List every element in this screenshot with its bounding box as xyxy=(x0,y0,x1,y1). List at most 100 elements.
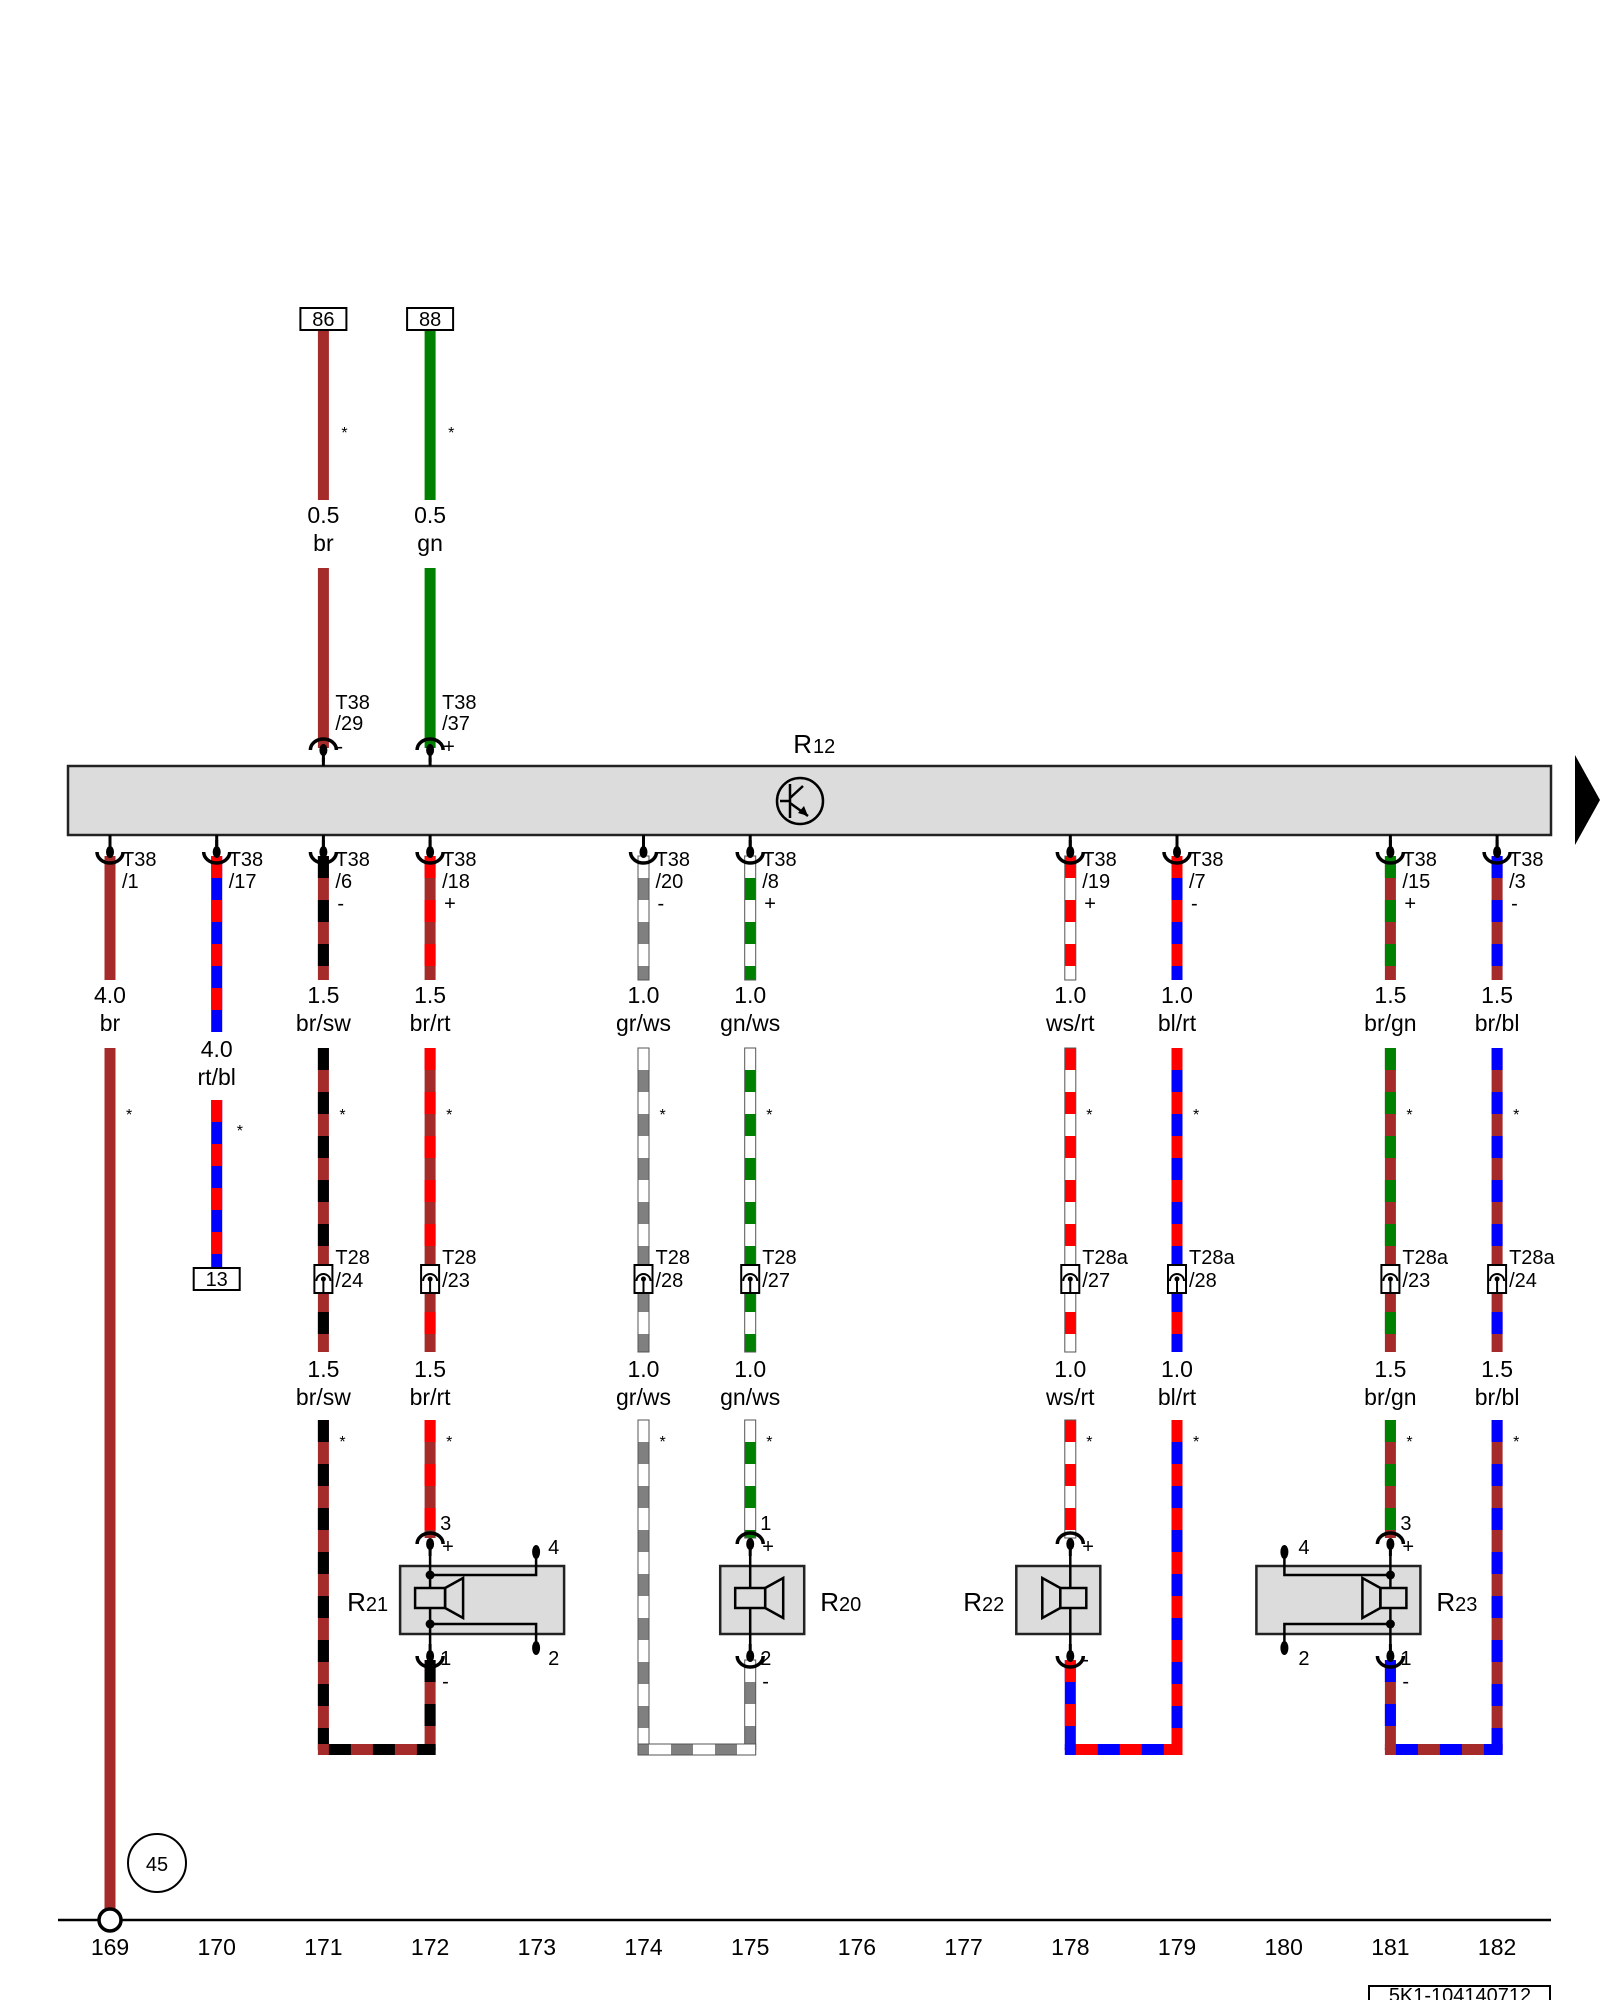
wire-stripe xyxy=(1064,1660,1076,1682)
wire-stripe xyxy=(424,1420,436,1442)
wire-color-label: br/sw xyxy=(296,1010,351,1036)
connector-label: T38 xyxy=(656,849,690,871)
wire-stripe xyxy=(317,856,329,878)
wire-speaker-plus xyxy=(1064,1419,1077,1539)
connector-label: T38 xyxy=(335,692,369,714)
pin-number-label: 1 xyxy=(760,1513,771,1535)
internal-lead-2 xyxy=(1283,1622,1391,1645)
wire-stripe xyxy=(638,944,649,966)
wire-stripe xyxy=(317,1136,329,1158)
wire-stripe xyxy=(638,1464,649,1486)
wire-stripe xyxy=(1064,1180,1076,1202)
speaker-cone xyxy=(443,1575,465,1621)
speaker-r22: +-R22 xyxy=(963,1531,1102,1671)
wire-stripe xyxy=(424,1508,436,1530)
wire-middle xyxy=(637,1047,650,1353)
plug-arc xyxy=(1055,1531,1086,1545)
wire-stripe xyxy=(1384,1660,1396,1682)
polarity-label: + xyxy=(1084,893,1096,915)
wire-size-label: 1.0 xyxy=(1054,982,1086,1008)
polarity-label: - xyxy=(762,1671,769,1693)
pin-label: /6 xyxy=(335,871,352,893)
wire-color-label: gn/ws xyxy=(720,1010,780,1036)
wire-stripe xyxy=(638,1224,649,1246)
wire-base xyxy=(317,1420,329,1750)
plug-pin-head xyxy=(106,846,114,858)
inline-connector-dot xyxy=(1494,1276,1500,1282)
wire-stripe xyxy=(1171,1464,1183,1486)
pin-label: /17 xyxy=(229,871,257,893)
wire-stripe xyxy=(638,1596,649,1618)
wire-color-label: br/sw xyxy=(296,1384,351,1410)
wire-upper xyxy=(317,856,329,980)
plug-connector-icon xyxy=(1375,1644,1406,1669)
wire-base xyxy=(211,1100,223,1268)
connector-label: T38 xyxy=(1189,849,1223,871)
wire-base xyxy=(424,568,436,748)
wire-size-label: 1.5 xyxy=(414,1356,446,1382)
pin-label: /1 xyxy=(122,871,139,893)
inline-connector-label: T28a xyxy=(1189,1247,1235,1269)
inline-pin-label: /28 xyxy=(656,1270,684,1292)
plug-connector-icon xyxy=(415,1531,445,1556)
track-number: 181 xyxy=(1371,1934,1409,1960)
wire-upper xyxy=(744,855,757,981)
wire-stripe xyxy=(638,1552,649,1574)
wire-stripe xyxy=(317,1684,329,1706)
star-marker: * xyxy=(237,1123,243,1140)
wire-color-label: bl/rt xyxy=(1158,1010,1197,1036)
wire-stripe xyxy=(1491,1312,1503,1334)
wire-stripe xyxy=(744,1420,756,1442)
plug-connector-icon xyxy=(735,1531,765,1556)
plug-arc xyxy=(1482,851,1512,865)
internal-lead-2 xyxy=(430,1622,538,1645)
star-marker: * xyxy=(448,425,454,442)
star-marker: * xyxy=(1193,1107,1199,1124)
terminal-box xyxy=(406,307,455,331)
wire-speaker-plus xyxy=(424,1420,436,1538)
wire-stripe xyxy=(424,900,436,922)
plug-arc xyxy=(735,1655,765,1669)
connector-label: T38 xyxy=(1402,849,1436,871)
wire-stripe xyxy=(211,988,223,1010)
pin-number-label: 4 xyxy=(1298,1537,1309,1559)
star-marker: * xyxy=(1086,1434,1092,1451)
inline-pin-label: /27 xyxy=(762,1270,790,1292)
polarity-label: - xyxy=(1082,1649,1089,1671)
wire-size-label: 1.5 xyxy=(414,982,446,1008)
continuation-arrow-icon[interactable] xyxy=(1575,755,1600,845)
speaker-icon xyxy=(413,1575,465,1621)
wire-stripe xyxy=(744,1704,756,1726)
plug-connector-icon xyxy=(415,737,445,762)
wire-stripe xyxy=(744,1224,756,1246)
wire-size-label: 1.0 xyxy=(734,982,766,1008)
wire-stripe xyxy=(1171,1180,1183,1202)
wire-stripe xyxy=(1064,1312,1076,1334)
wire-stripe xyxy=(424,1660,436,1682)
speaker-body xyxy=(1015,1564,1102,1636)
track-number: 171 xyxy=(304,1934,342,1960)
inline-connector-label: T28 xyxy=(335,1247,369,1269)
star-marker: * xyxy=(339,1107,345,1124)
plug-pin-head xyxy=(1386,846,1395,858)
wire-stripe xyxy=(638,1728,649,1750)
polarity-label: + xyxy=(764,893,776,915)
wire-stripe xyxy=(1171,1420,1183,1442)
star-marker: * xyxy=(1086,1107,1092,1124)
wire-color-label: br/gn xyxy=(1364,1384,1416,1410)
polarity-label: - xyxy=(337,893,344,915)
control-unit-box xyxy=(66,764,1553,837)
wire-return xyxy=(637,1419,650,1751)
wire-middle xyxy=(1491,1048,1503,1352)
wire-bridge xyxy=(1384,1744,1503,1755)
inline-connector-label: T28 xyxy=(762,1247,796,1269)
plug-arc xyxy=(308,851,339,865)
star-marker: * xyxy=(1513,1107,1519,1124)
wire-stripe xyxy=(1491,1420,1503,1442)
plug-arc xyxy=(1055,851,1086,865)
wire-stripe xyxy=(744,1464,756,1486)
star-marker: * xyxy=(766,1107,772,1124)
document-id-box xyxy=(1368,1985,1551,2000)
plug-connector-icon xyxy=(735,1644,765,1669)
wire-size-label: 1.0 xyxy=(1161,1356,1193,1382)
